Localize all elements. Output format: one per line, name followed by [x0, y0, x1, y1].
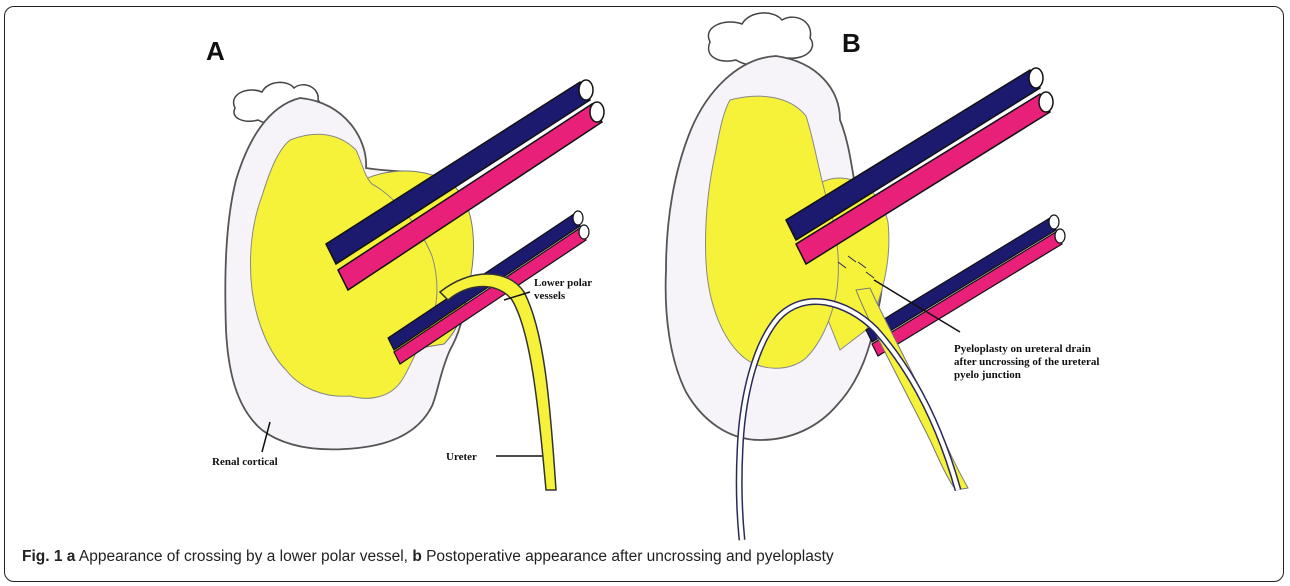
panel-a: A Lower polar vessels Renal cortical Ure… [206, 36, 604, 490]
panel-letter-a: A [206, 36, 225, 66]
label-pyeloplasty-line2: after uncrossing of the ureteral [954, 356, 1099, 368]
label-lower-polar-line2: vessels [534, 290, 566, 302]
label-pyeloplasty-line3: pyelo junction [954, 369, 1021, 381]
panel-b: B Pyeloplasty on ureteral drain after un… [666, 13, 1100, 540]
caption-fig-label: Fig. 1 [22, 548, 62, 565]
label-lower-polar-line1: Lower polar [534, 277, 592, 289]
panel-letter-b: B [842, 28, 861, 58]
caption-b-letter: b [412, 548, 421, 565]
caption-b-text: Postoperative appearance after uncrossin… [426, 548, 834, 565]
lower-polar-vessels-b [866, 215, 1065, 356]
caption-a-text: Appearance of crossing by a lower polar … [79, 548, 408, 565]
caption-a-letter: a [67, 548, 76, 565]
figure-caption: Fig. 1 a Appearance of crossing by a low… [22, 548, 834, 566]
label-renal-cortical: Renal cortical [212, 456, 278, 468]
label-ureter: Ureter [446, 451, 477, 463]
label-pyeloplasty-line1: Pyeloplasty on ureteral drain [954, 343, 1091, 355]
